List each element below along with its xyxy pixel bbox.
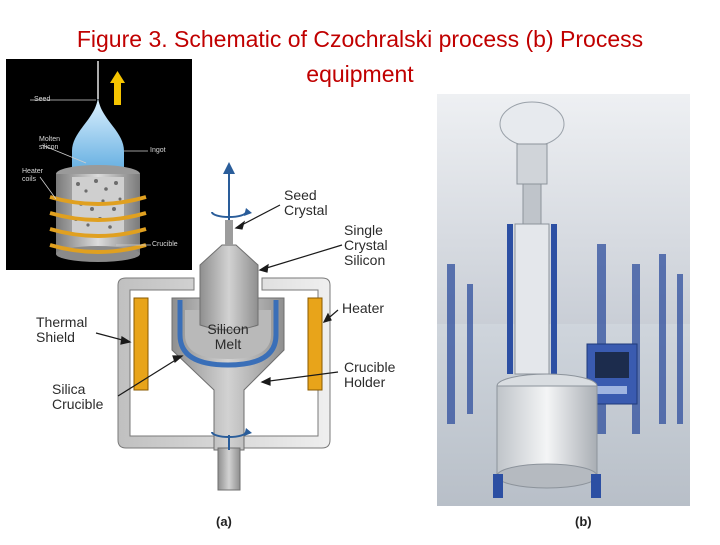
label-molten-1: Molten [39,136,61,143]
figure-title-line-1: Figure 3. Schematic of Czochralski proce… [76,26,644,52]
label-molten-2: silicon [39,144,59,151]
label-silica-crucible: Silica Crucible [52,382,103,412]
czochralski-diagram: Seed Crystal Single Crystal Silicon Heat… [22,150,422,540]
bottom-shaft [217,447,241,491]
inset-schematic: Seed Molten silicon Heater coils Ingot C… [6,59,192,270]
label-heater-2: coils [22,176,37,183]
heater-left [133,297,149,391]
label-seed-crystal-2: Crystal [284,202,328,218]
lower-tank [493,373,601,498]
label-silicon-melt-1: Silicon [207,321,249,337]
label-seed-crystal: Seed Crystal [284,188,328,218]
diagram-drawing [95,162,343,491]
single-crystal-ingot [199,244,259,331]
label-single-crystal-3: Silicon [344,252,386,268]
label-silicon-melt-2: Melt [214,336,242,352]
figure-title: Figure 3. Schematic of Czochralski proce… [30,22,690,92]
label-heater-1: Heater [22,168,44,175]
label-seed-crystal-1: Seed [284,187,317,203]
label-ingot: Ingot [150,147,166,154]
label-single-crystal: Single Crystal Silicon [344,223,388,268]
label-silica-crucible-1: Silica [52,381,86,397]
heater-right [307,297,323,391]
label-thermal-shield: Thermal Shield [36,315,87,345]
label-silicon-melt: Silicon Melt [202,322,254,352]
label-single-crystal-2: Crystal [344,237,388,253]
label-crucible: Crucible [152,241,178,248]
heater-coils [49,195,147,254]
figure-title-line-2: equipment [306,61,414,87]
label-single-crystal-1: Single [344,222,383,238]
label-silica-crucible-2: Crucible [52,396,104,412]
diagram-leaders [95,204,343,397]
label-heater: Heater [342,300,385,316]
silica-crucible-shape [177,300,279,368]
label-crucible-holder-2: Holder [344,374,386,390]
label-seed: Seed [34,96,51,103]
seed-crystal-shape [225,220,233,246]
label-thermal-shield-1: Thermal [36,314,88,330]
main-column [499,101,565,375]
panel-label-b: (b) [575,514,592,529]
label-crucible-holder-1: Crucible [344,359,396,375]
pull-arrow-icon [110,71,125,105]
inset-leaders [30,99,151,246]
label-thermal-shield-2: Shield [36,329,75,345]
rotation-arrow-icon [211,428,252,450]
panel-label-a: (a) [216,514,232,529]
label-crucible-holder: Crucible Holder [344,360,395,390]
control-panel [586,343,638,405]
thermal-shield-shape [117,277,331,449]
process-equipment-photo [437,94,690,506]
inset-drawing [30,61,151,262]
equipment-drawing [437,94,690,506]
seed-shaft-arrow [211,162,252,230]
